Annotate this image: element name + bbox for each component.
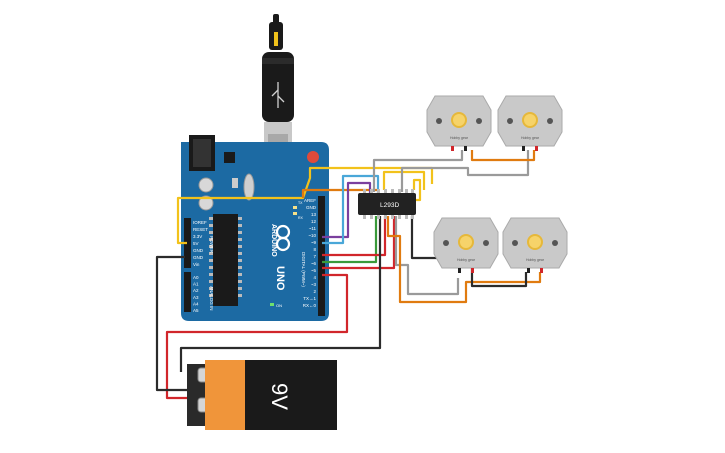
wire-red-pin[interactable] xyxy=(322,216,387,257)
motor-2[interactable]: Hobby gear xyxy=(497,95,563,151)
gear-icon xyxy=(522,112,538,128)
gear-icon xyxy=(527,234,543,250)
wire-grey-top2[interactable] xyxy=(400,150,530,192)
crystal xyxy=(243,173,255,201)
digital-pin-label: 4 xyxy=(313,275,316,280)
motor-label: Hobby gear xyxy=(526,258,545,262)
wire-orange-bottom[interactable] xyxy=(386,216,542,304)
analog-pin-label: A2 xyxy=(193,288,199,293)
wire-yellow-enable[interactable] xyxy=(382,170,426,190)
power-pin-label: 3.3V xyxy=(193,234,202,239)
capacitor xyxy=(198,195,214,211)
digital-pin-label: 13 xyxy=(311,212,317,217)
digital-pin-label: 2 xyxy=(313,289,316,294)
wire-blue[interactable] xyxy=(322,174,380,245)
analog-pin-label: A3 xyxy=(193,295,199,300)
on-led-label: ON xyxy=(276,303,282,308)
wire-red-pin2[interactable] xyxy=(322,216,396,270)
wire-orange-top[interactable] xyxy=(470,150,536,162)
arduino-uno-board[interactable]: ARDUINO UNO POWER ANALOG IN DIGITAL (PWM… xyxy=(181,135,329,321)
digital-header-label: DIGITAL (PWM~) xyxy=(301,252,306,287)
gear-icon xyxy=(458,234,474,250)
digital-pin-label: RX←0 xyxy=(303,303,317,308)
usb-cable[interactable] xyxy=(262,14,294,164)
wire-orange-mid[interactable] xyxy=(301,188,378,198)
digital-pin-label: ~10 xyxy=(308,233,316,238)
reset-button[interactable] xyxy=(307,151,319,163)
gear-icon xyxy=(451,112,467,128)
power-pin-label: IOREF xyxy=(193,220,207,225)
digital-pin-label: ~6 xyxy=(311,261,317,266)
wire-grey-top[interactable] xyxy=(372,150,464,192)
digital-pin-label: GND xyxy=(306,205,317,210)
wire-purple[interactable] xyxy=(322,181,372,239)
capacitor xyxy=(198,177,214,193)
wire-red-battery[interactable] xyxy=(165,273,349,400)
board-model-text: UNO xyxy=(274,266,286,291)
usb-icon xyxy=(271,82,285,108)
arduino-infinity-logo xyxy=(275,224,291,252)
digital-pin-label: TX→1 xyxy=(303,296,316,301)
digital-pin-label: ~11 xyxy=(309,226,317,231)
wires xyxy=(155,150,542,400)
digital-pin-label: AREF xyxy=(304,198,316,203)
l293d-label: L293D xyxy=(380,202,399,209)
digital-pin-label: ~9 xyxy=(311,240,317,245)
analog-pin-label: A0 xyxy=(193,275,199,280)
wire-green[interactable] xyxy=(322,216,378,264)
power-header xyxy=(184,218,191,268)
analog-pin-label: A1 xyxy=(193,282,199,287)
l293d-driver-chip[interactable]: L293D xyxy=(358,189,416,219)
battery-9v[interactable]: 9V xyxy=(187,360,337,430)
power-pin-label: 5V xyxy=(193,241,199,246)
battery-label: 9V xyxy=(267,383,292,410)
tx-led-label: TX xyxy=(298,201,303,205)
digital-pin-label: ~3 xyxy=(311,282,317,287)
wire-grey-bottom[interactable] xyxy=(394,216,460,296)
motor-label: Hobby gear xyxy=(457,258,476,262)
motor-label: Hobby gear xyxy=(450,136,469,140)
wire-black-battery-2[interactable] xyxy=(179,216,382,372)
rx-led-label: RX xyxy=(298,216,304,220)
motor-label: Hobby gear xyxy=(521,136,540,140)
power-pin-label: RESET xyxy=(193,227,208,232)
analog-pin-label: A4 xyxy=(193,301,199,306)
arduino-logo-text: ARDUINO xyxy=(270,224,277,257)
power-pin-label: Vin xyxy=(193,262,200,267)
power-header-label: POWER xyxy=(209,236,214,254)
motor-3[interactable]: Hobby gear xyxy=(433,217,499,273)
wire-black-battery[interactable] xyxy=(155,255,188,392)
motor-1[interactable]: Hobby gear xyxy=(426,95,492,151)
analog-header xyxy=(184,272,191,312)
motor-4[interactable]: Hobby gear xyxy=(502,217,568,273)
analog-header-label: ANALOG IN xyxy=(209,286,214,311)
digital-pin-label: 12 xyxy=(311,219,317,224)
digital-pin-label: 7 xyxy=(313,254,316,259)
analog-pin-label: A5 xyxy=(193,308,199,313)
power-pin-label: GND xyxy=(193,255,204,260)
power-pin-label: GND xyxy=(193,248,204,253)
atmega-chip xyxy=(213,214,238,306)
digital-pin-label: ~5 xyxy=(311,268,317,273)
digital-pin-label: 8 xyxy=(313,247,316,252)
digital-header xyxy=(318,196,325,316)
